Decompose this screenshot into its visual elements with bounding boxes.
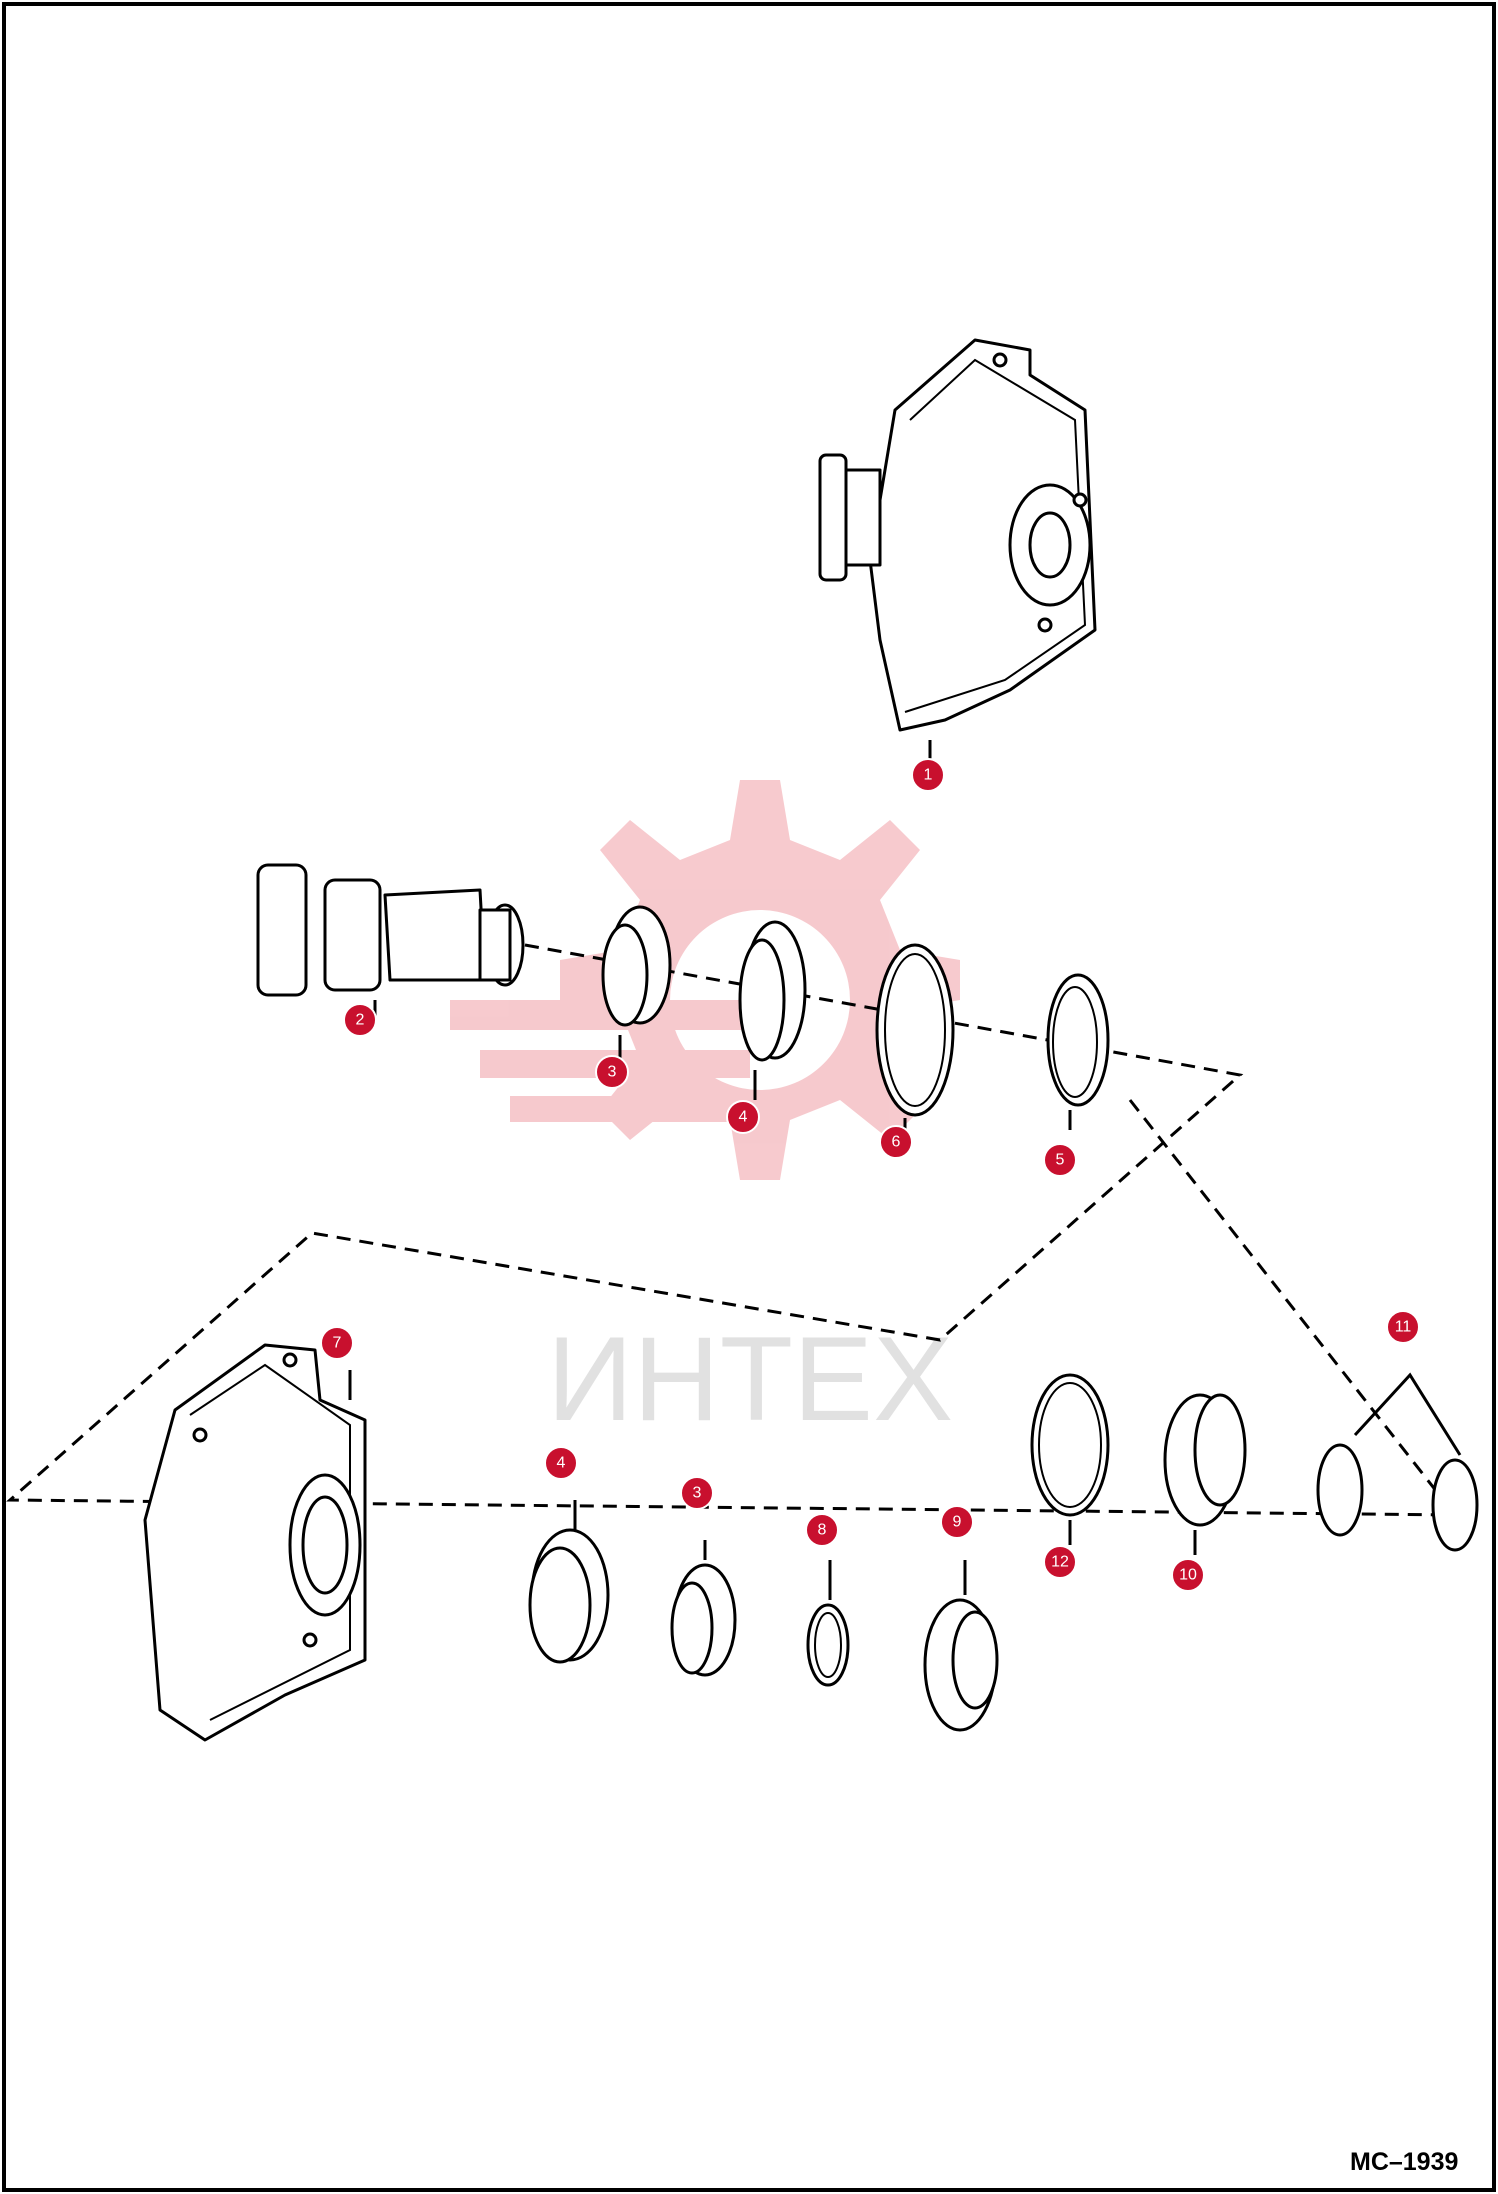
callout-9-label: 9	[953, 1514, 962, 1531]
housing-lower	[143, 1343, 367, 1742]
callout-11-label: 11	[1395, 1319, 1412, 1336]
o-ring-lower	[1030, 1373, 1110, 1517]
callout-1-label: 1	[924, 767, 933, 784]
bearing-assembly-lower	[1163, 1393, 1247, 1527]
bearing-cone-upper	[601, 905, 672, 1027]
callout-5: 5	[1043, 1143, 1077, 1177]
callout-4-lower: 4	[544, 1446, 578, 1480]
bearing-cup-upper	[738, 920, 807, 1062]
callout-12: 12	[1043, 1545, 1077, 1579]
callout-3-label: 3	[608, 1064, 617, 1081]
bearing-cup-lower	[528, 1528, 610, 1664]
drawing-code: MC–1939	[1350, 2148, 1458, 2176]
callout-4: 4	[726, 1100, 760, 1134]
callout-3: 3	[595, 1055, 629, 1089]
drive-motor-assembly	[818, 338, 1097, 732]
callout-3-lower-label: 3	[693, 1485, 702, 1502]
callout-2: 2	[343, 1003, 377, 1037]
watermark-text: ИНТЕХ	[547, 1312, 953, 1446]
callout-4-label: 4	[739, 1109, 748, 1126]
sprocket-shaft	[256, 863, 525, 997]
callout-5-label: 5	[1056, 1152, 1065, 1169]
callout-7-label: 7	[333, 1335, 342, 1352]
callout-10-label: 10	[1179, 1567, 1197, 1584]
callout-4-lower-label: 4	[557, 1455, 566, 1472]
assembly-lines	[6, 943, 1457, 1517]
seal-kit	[1316, 1372, 1479, 1552]
callout-7: 7	[320, 1326, 354, 1360]
callout-11: 11	[1386, 1310, 1420, 1344]
seal-upper	[1046, 973, 1110, 1107]
callout-8-label: 8	[818, 1522, 827, 1539]
callout-10: 10	[1171, 1558, 1205, 1592]
callout-8: 8	[805, 1513, 839, 1547]
bearing-cone-lower	[670, 1563, 737, 1677]
callout-2-label: 2	[356, 1012, 365, 1029]
callout-9: 9	[940, 1505, 974, 1539]
callout-12-label: 12	[1051, 1554, 1069, 1571]
snap-ring-lower	[806, 1603, 850, 1687]
watermark: ИНТЕХ	[450, 780, 960, 1446]
o-ring-upper	[875, 943, 955, 1117]
seal-lower	[923, 1598, 999, 1732]
callout-6: 6	[879, 1125, 913, 1159]
callout-1: 1	[911, 758, 945, 792]
callout-6-label: 6	[892, 1134, 901, 1151]
callout-3-lower: 3	[680, 1476, 714, 1510]
